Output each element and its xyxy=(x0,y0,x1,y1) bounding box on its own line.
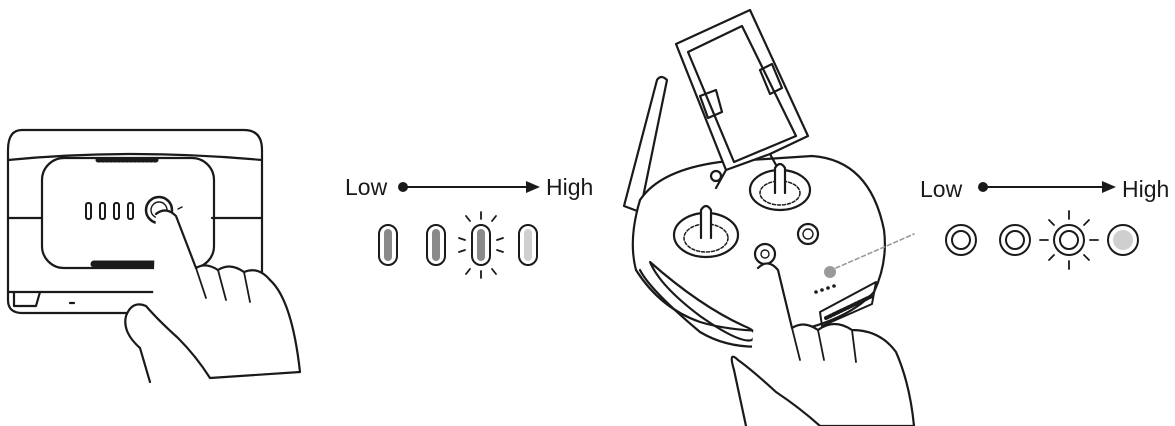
controller-led-row xyxy=(814,284,836,294)
controller-led-2 xyxy=(999,224,1031,256)
device-holder xyxy=(674,8,810,172)
remote-controller-illustration xyxy=(622,8,916,426)
hand-icon xyxy=(124,209,302,384)
controller-scale-high-label: High xyxy=(1122,176,1169,202)
battery-level-scale: Low High xyxy=(345,174,593,279)
left-control-stick xyxy=(672,204,740,259)
right-control-stick xyxy=(748,162,812,212)
blink-rays-icon xyxy=(1039,210,1099,270)
controller-right-vent xyxy=(819,281,877,327)
blink-rays-icon xyxy=(458,211,504,279)
controller-left-rail xyxy=(648,260,756,342)
battery-latch xyxy=(12,290,42,308)
battery-led-1 xyxy=(378,224,398,266)
battery-scale-high-label: High xyxy=(546,174,593,200)
controller-body xyxy=(631,154,886,333)
controller-led-1 xyxy=(945,224,977,256)
scale-arrow-head xyxy=(1102,181,1116,193)
controller-level-scale: Low High xyxy=(920,176,1169,270)
battery-illustration xyxy=(6,128,302,384)
hand-icon xyxy=(730,262,916,426)
return-home-button xyxy=(796,222,820,246)
antenna xyxy=(622,75,669,214)
battery-led-2 xyxy=(426,224,446,266)
battery-led-4-off xyxy=(518,224,538,266)
scale-arrow-head xyxy=(526,181,540,193)
battery-led-3-blinking xyxy=(458,211,504,279)
callout-line xyxy=(835,233,915,269)
controller-led-4-off xyxy=(1107,224,1139,256)
battery-led-row xyxy=(85,202,134,220)
controller-led-callout-dot xyxy=(824,266,836,278)
controller-led-3-blinking xyxy=(1039,210,1099,270)
battery-scale-low-label: Low xyxy=(345,174,388,200)
controller-left-grip xyxy=(638,268,772,348)
battery-top-bevel xyxy=(6,152,264,162)
controller-scale-low-label: Low xyxy=(920,176,963,202)
